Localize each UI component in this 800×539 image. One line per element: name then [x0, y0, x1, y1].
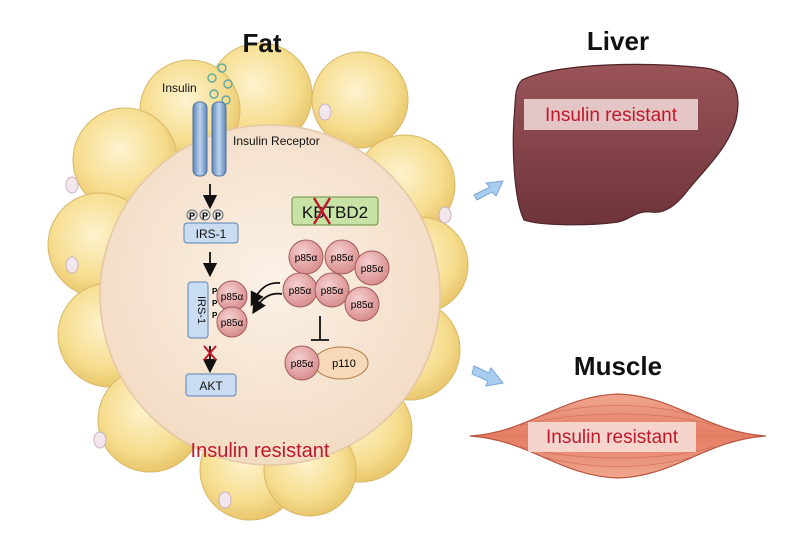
akt-box: [185, 373, 237, 397]
nucleus-dot: [318, 103, 332, 121]
nucleus-dot: [218, 491, 232, 509]
receptor-subunit-left: [192, 101, 208, 177]
phospho-group-top: P P P: [186, 209, 224, 221]
muscle-title: Muscle: [574, 351, 662, 381]
phospho-label: P: [212, 299, 218, 308]
p85-cluster: p85α p85α p85α p85α p85α p85α: [282, 239, 390, 322]
irs1-vertical-box: [187, 281, 209, 339]
p85-bubble: [354, 250, 390, 286]
p85-label: p85α: [295, 253, 318, 264]
phospho-label: P: [212, 287, 218, 296]
nucleus-dot: [65, 176, 79, 194]
irs1-label: IRS-1: [196, 227, 227, 241]
p85-bubble: [284, 345, 320, 381]
insulin-receptor: [192, 101, 227, 177]
arrow-to-liver: [473, 180, 504, 201]
arrow-to-muscle: [471, 365, 504, 387]
liver-organ: [512, 63, 739, 226]
muscle-label-bg: [528, 422, 696, 452]
akt-label: AKT: [199, 379, 223, 393]
receptor-subunit-right: [211, 101, 227, 177]
liver-label-bg: [524, 99, 698, 130]
p85-bubble: [216, 306, 248, 338]
nucleus-dot: [65, 256, 79, 274]
nucleus-dot: [438, 206, 452, 224]
kbtbd2-box: [291, 196, 379, 226]
phospho-label: P: [215, 211, 221, 221]
p85-label: p85α: [361, 264, 384, 275]
insulin-molecule: [221, 95, 231, 105]
p110-label: p110: [332, 358, 356, 370]
nucleus-dot: [93, 431, 107, 449]
binding-arrow: [252, 292, 283, 315]
p85-bubble: [314, 272, 350, 308]
insulin-molecules: [207, 63, 233, 105]
insulin-molecule: [209, 89, 219, 99]
kbtbd2-knockout-cross: [312, 197, 332, 225]
insulin-molecule: [223, 79, 233, 89]
p85-label: p85α: [289, 286, 312, 297]
phospho-label: P: [212, 311, 218, 320]
fat-title: Fat: [243, 28, 282, 58]
p85-label: p85α: [331, 253, 354, 264]
insulin-label: Insulin: [162, 81, 197, 95]
irs1-vertical-label: IRS-1: [195, 296, 207, 324]
phospho-marker: [186, 209, 198, 221]
insulin-molecule: [207, 73, 217, 83]
p85-bubble: [344, 286, 380, 322]
phospho-label: P: [189, 211, 195, 221]
p85-label: p85α: [351, 300, 374, 311]
binding-arrow: [250, 282, 281, 307]
inhibition-cross: [203, 345, 217, 361]
p85-label: p85α: [221, 292, 244, 303]
p85-label: p85α: [291, 359, 314, 370]
liver-insulin-resistant-label: Insulin resistant: [545, 105, 678, 126]
phospho-group-side: P P P: [212, 287, 218, 320]
phospho-marker: [199, 209, 211, 221]
muscle-insulin-resistant-label: Insulin resistant: [546, 427, 679, 448]
p85-label: p85α: [221, 318, 244, 329]
phospho-marker: [212, 209, 224, 221]
p85-label: p85α: [321, 286, 344, 297]
kbtbd2-label: KBTBD2: [302, 203, 368, 222]
fat-insulin-resistant-label: Insulin resistant: [191, 440, 330, 462]
liver-title: Liver: [587, 26, 649, 56]
insulin-receptor-label: Insulin Receptor: [233, 134, 320, 148]
phospho-label: P: [202, 211, 208, 221]
insulin-molecule: [217, 63, 227, 73]
inhibition-bar: [311, 316, 329, 341]
adipocyte: [311, 51, 409, 149]
irs1-box: [183, 222, 239, 244]
